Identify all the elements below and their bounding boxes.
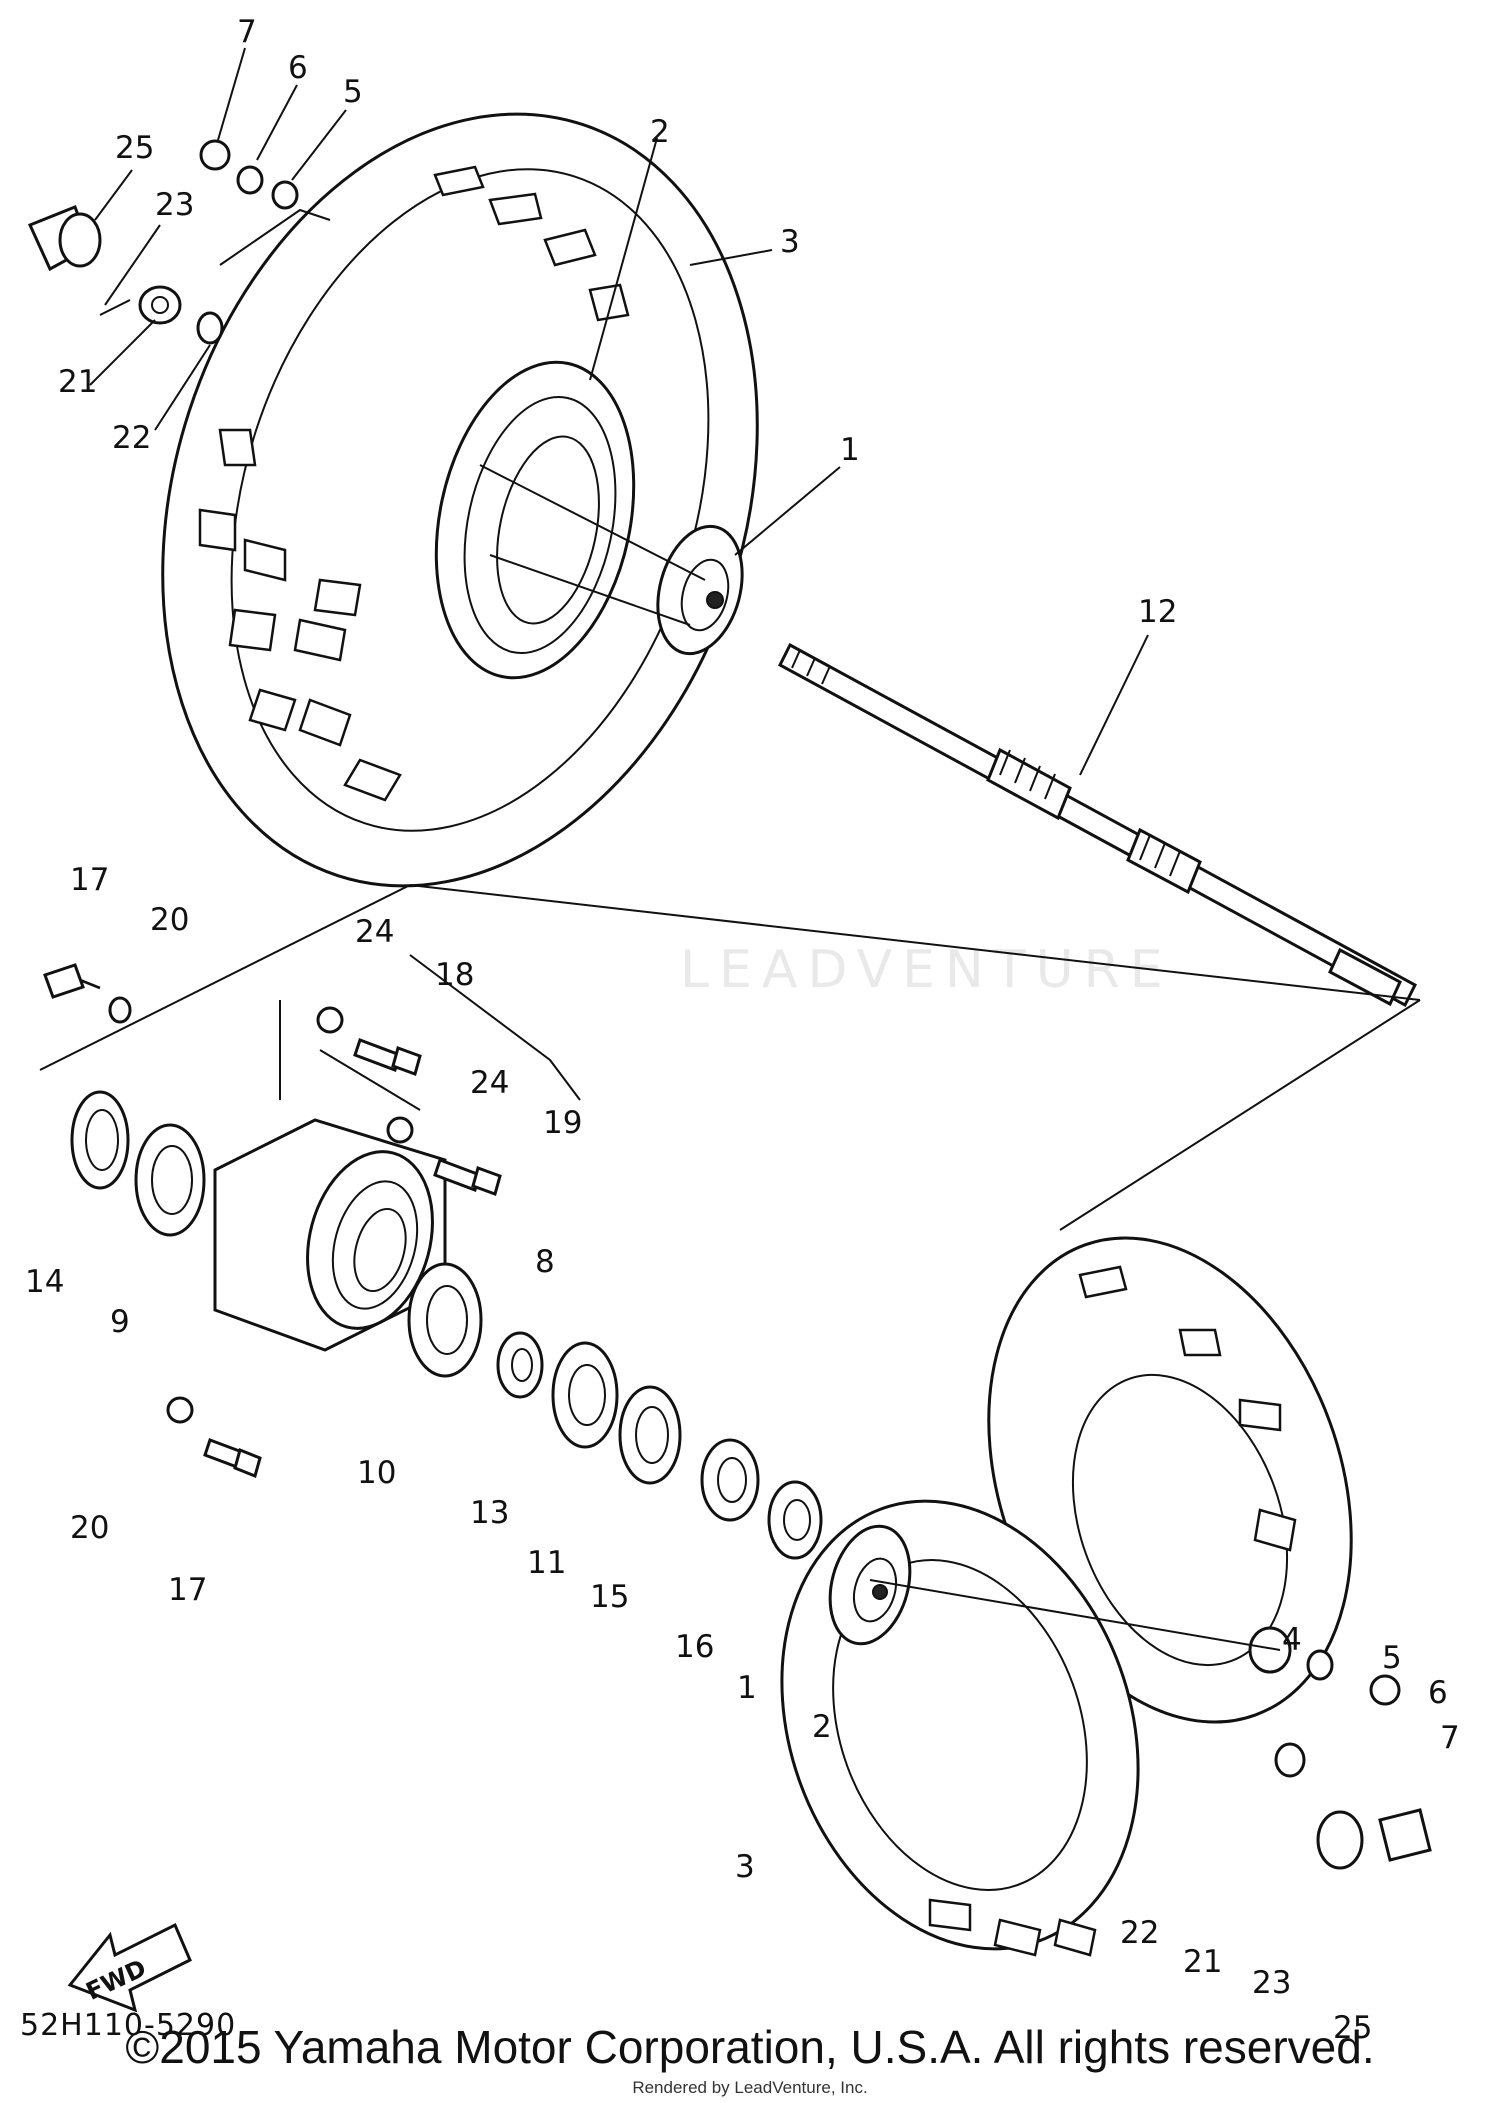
callout-8: 8: [535, 1244, 555, 1280]
diagram-code: 52H110-5290: [20, 2008, 236, 2043]
callout-25: 25: [1333, 2010, 1372, 2046]
upper-small-parts: [27, 139, 299, 345]
leadventure-watermark: LEADVENTURE: [680, 940, 1173, 1000]
callout-23: 23: [1252, 1965, 1291, 2001]
bearing-10: [407, 1262, 483, 1378]
callout-10: 10: [357, 1455, 396, 1491]
callout-5: 5: [343, 74, 363, 110]
bearing-9: [134, 1123, 206, 1237]
callout-3: 3: [780, 224, 800, 260]
hub-housing-8: [213, 1118, 447, 1352]
callout-3: 3: [735, 1849, 755, 1885]
callout-14: 14: [25, 1264, 64, 1300]
lower-tire: [780, 1236, 1353, 1957]
nuts-16: [700, 1438, 823, 1560]
rear-axle-12: [778, 642, 1417, 1008]
callout-9: 9: [110, 1304, 130, 1340]
bearing-11: [551, 1341, 619, 1449]
rendered-by-text: Rendered by LeadVenture, Inc.: [632, 2078, 868, 2097]
callout-21: 21: [1183, 1944, 1222, 1980]
copyright-notice: ©2015 Yamaha Motor Corporation, U.S.A. A…: [125, 2021, 1375, 2073]
callout-7: 7: [1440, 1720, 1460, 1756]
callout-15: 15: [590, 1579, 629, 1615]
callout-17: 17: [70, 862, 109, 898]
callout-25: 25: [115, 130, 154, 166]
seal-14: [70, 1090, 130, 1190]
callout-7: 7: [237, 14, 257, 50]
hub-1-lower: [828, 1524, 912, 1646]
callout-5: 5: [1382, 1640, 1402, 1676]
callout-1: 1: [737, 1670, 757, 1706]
callout-23: 23: [155, 187, 194, 223]
callout-22: 22: [1120, 1915, 1159, 1951]
callout-24: 24: [355, 914, 394, 950]
callout-21: 21: [58, 364, 97, 400]
callout-2: 2: [812, 1709, 832, 1745]
callout-6: 6: [1428, 1675, 1448, 1711]
callout-11: 11: [527, 1545, 566, 1581]
upper-tire: [161, 112, 759, 888]
callout-4: 4: [1282, 1622, 1302, 1658]
callout-20: 20: [70, 1510, 109, 1546]
callout-6: 6: [288, 50, 308, 86]
callout-2: 2: [650, 114, 670, 150]
callout-19: 19: [543, 1105, 582, 1141]
lower-small-parts: [1248, 1626, 1432, 1870]
callout-labels: 7 6 5 25 23 21 22 2 3 1 12 17 20 24 18 2…: [20, 14, 1460, 2046]
bolts: [43, 963, 502, 1479]
callout-13: 13: [470, 1495, 509, 1531]
callout-20: 20: [150, 902, 189, 938]
callout-1: 1: [840, 432, 860, 468]
callout-17: 17: [168, 1572, 207, 1608]
callout-24: 24: [470, 1065, 509, 1101]
callout-18: 18: [435, 957, 474, 993]
fwd-arrow-icon: [67, 1922, 192, 2013]
seal-15: [618, 1385, 682, 1485]
callout-22: 22: [112, 420, 151, 456]
callout-16: 16: [675, 1629, 714, 1665]
callout-12: 12: [1138, 594, 1177, 630]
spacer-13: [496, 1331, 544, 1399]
